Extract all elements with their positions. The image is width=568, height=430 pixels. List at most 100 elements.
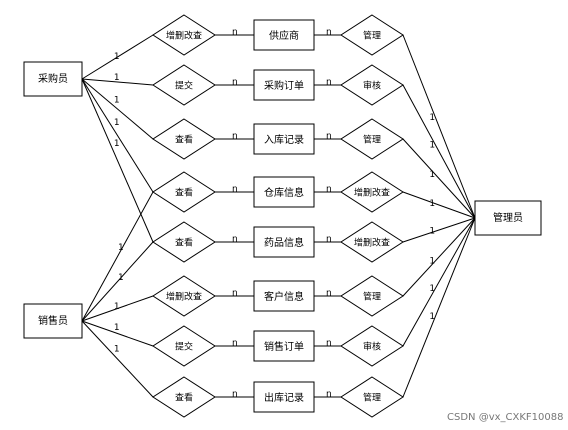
entity-label-4: 药品信息: [264, 236, 304, 249]
cardinality-one-actor-2: 1: [114, 96, 120, 106]
cardinality-one-actor-6: 1: [114, 323, 120, 333]
entity-label-5: 客户信息: [264, 290, 304, 303]
relationship-label-right-6: 审核: [363, 341, 381, 353]
entity-admin-label: 管理员: [493, 211, 523, 224]
cardinality-one-admin-2: 1: [429, 170, 435, 180]
cardinality-one-admin-4: 1: [429, 227, 435, 237]
cardinality-many-left-6: n: [232, 339, 238, 349]
row-2: 查看 入库记录 管理: [152, 118, 404, 160]
relationship-diamond-left-5: [152, 275, 216, 317]
line-seller-to-diamond-3: [81, 191, 154, 322]
entity-purchaser: 采购员: [23, 61, 83, 97]
relationship-diamond-right-3: [340, 171, 404, 213]
line-diamond-to-admin-7: [402, 217, 476, 398]
relationship-label-left-0: 增删改查: [166, 30, 202, 42]
relationship-diamond-left-1: [152, 64, 216, 106]
relationship-label-right-2: 管理: [363, 134, 381, 146]
relationship-label-left-5: 增删改查: [166, 291, 202, 303]
entity-box-6: [253, 330, 315, 362]
relationship-diamond-left-0: [152, 14, 216, 56]
relationship-diamond-right-1: [340, 64, 404, 106]
row-7: 查看出库记录管理: [152, 376, 404, 418]
cardinality-one-admin-6: 1: [429, 284, 435, 294]
cardinality-one-actor-0: 1: [114, 52, 120, 62]
relationship-label-left-2: 查看: [175, 134, 193, 146]
relationship-label-left-7: 查看: [175, 392, 193, 404]
relationship-diamond-right-6: [340, 325, 404, 367]
entity-label-2: 入库记录: [264, 133, 304, 146]
cardinality-one-admin-0: 1: [429, 113, 435, 123]
cardinality-one-seller-4: 1: [118, 273, 124, 283]
line-diamond-to-admin-0: [402, 34, 476, 219]
line-diamond-to-admin-2: [402, 138, 476, 219]
cardinality-many-left-0: n: [232, 28, 238, 38]
row-3: 查看 仓库信息 增删改查: [152, 171, 404, 213]
relationship-diamond-left-3: [152, 171, 216, 213]
cardinality-many-left-2: n: [232, 132, 238, 142]
line-diamond-to-admin-5: [402, 217, 476, 297]
entity-seller: 销售员: [23, 303, 83, 339]
cardinality-many-left-5: n: [232, 289, 238, 299]
entity-box-7: [253, 381, 315, 413]
relationship-diamond-left-6: [152, 325, 216, 367]
entity-box-2: [253, 123, 315, 155]
cardinality-many-right-7: n: [326, 390, 332, 400]
relationship-diamond-right-5: [340, 275, 404, 317]
relationship-label-right-4: 增删改查: [354, 237, 390, 249]
cardinality-many-right-0: n: [326, 28, 332, 38]
line-actor-to-diamond-7: [81, 320, 154, 398]
relationship-label-right-1: 审核: [363, 80, 381, 92]
cardinality-many-right-4: n: [326, 235, 332, 245]
relationship-diamond-right-2: [340, 118, 404, 160]
relationship-label-right-0: 管理: [363, 30, 381, 42]
relationship-label-left-4: 查看: [175, 237, 193, 249]
entity-purchaser-label: 采购员: [38, 72, 68, 85]
row-5: 增删改查客户信息管理: [152, 275, 404, 317]
diagram-shapes: 采购员 销售员 管理员: [23, 61, 542, 339]
line-actor-to-diamond-5: [81, 295, 154, 322]
line-seller-to-diamond-4: [81, 241, 154, 322]
relationship-label-left-6: 提交: [175, 341, 193, 353]
cardinality-one-actor-1: 1: [114, 73, 120, 83]
entity-seller-label: 销售员: [38, 314, 68, 327]
cardinality-one-actor-5: 1: [114, 302, 120, 312]
watermark: CSDN @vx_CXKF10088: [447, 412, 563, 423]
entity-box-5: [253, 280, 315, 312]
relationship-label-left-3: 查看: [175, 187, 193, 199]
cardinality-one-admin-7: 1: [429, 312, 435, 322]
relationship-diamond-right-7: [340, 376, 404, 418]
entity-box-0: [253, 19, 315, 51]
entity-label-3: 仓库信息: [264, 186, 304, 199]
cardinality-many-right-2: n: [326, 132, 332, 142]
cardinality-one-admin-1: 1: [429, 140, 435, 150]
relationship-diamond-left-4: [152, 221, 216, 263]
line-actor-to-diamond-2: [81, 78, 154, 140]
relationship-diamond-right-4: [340, 221, 404, 263]
line-actor-to-diamond-3: [81, 78, 154, 193]
line-actor-to-diamond-6: [81, 320, 154, 347]
relationship-label-left-1: 提交: [175, 80, 193, 92]
cardinality-many-right-1: n: [326, 78, 332, 88]
entity-box-3: [253, 176, 315, 208]
line-actor-to-diamond-1: [81, 78, 154, 86]
cardinality-one-actor-3: 1: [114, 118, 120, 128]
relationship-label-right-3: 增删改查: [354, 187, 390, 199]
entity-admin: 管理员: [474, 200, 542, 236]
row-1: 提交采购订单审核: [152, 64, 404, 106]
cardinality-one-actor-4: 1: [114, 139, 120, 149]
diagram-rows: 增删改查供应商管理提交采购订单审核查看入库记录管理查看仓库信息增删改查查看药品信…: [152, 14, 404, 418]
line-diamond-to-admin-6: [402, 217, 476, 347]
entity-label-7: 出库记录: [264, 391, 304, 404]
relationship-diamond-left-7: [152, 376, 216, 418]
cardinality-one-admin-5: 1: [429, 256, 435, 266]
entity-label-6: 销售订单: [264, 340, 304, 353]
cardinality-one-admin-3: 1: [429, 199, 435, 209]
entity-label-0: 供应商: [269, 29, 299, 42]
line-diamond-to-admin-3: [402, 191, 476, 219]
cardinality-one-seller-3: 1: [118, 243, 124, 253]
cardinality-many-right-5: n: [326, 289, 332, 299]
row-4: 查看 药品信息 增删改查: [152, 221, 404, 263]
cardinality-many-right-3: n: [326, 185, 332, 195]
